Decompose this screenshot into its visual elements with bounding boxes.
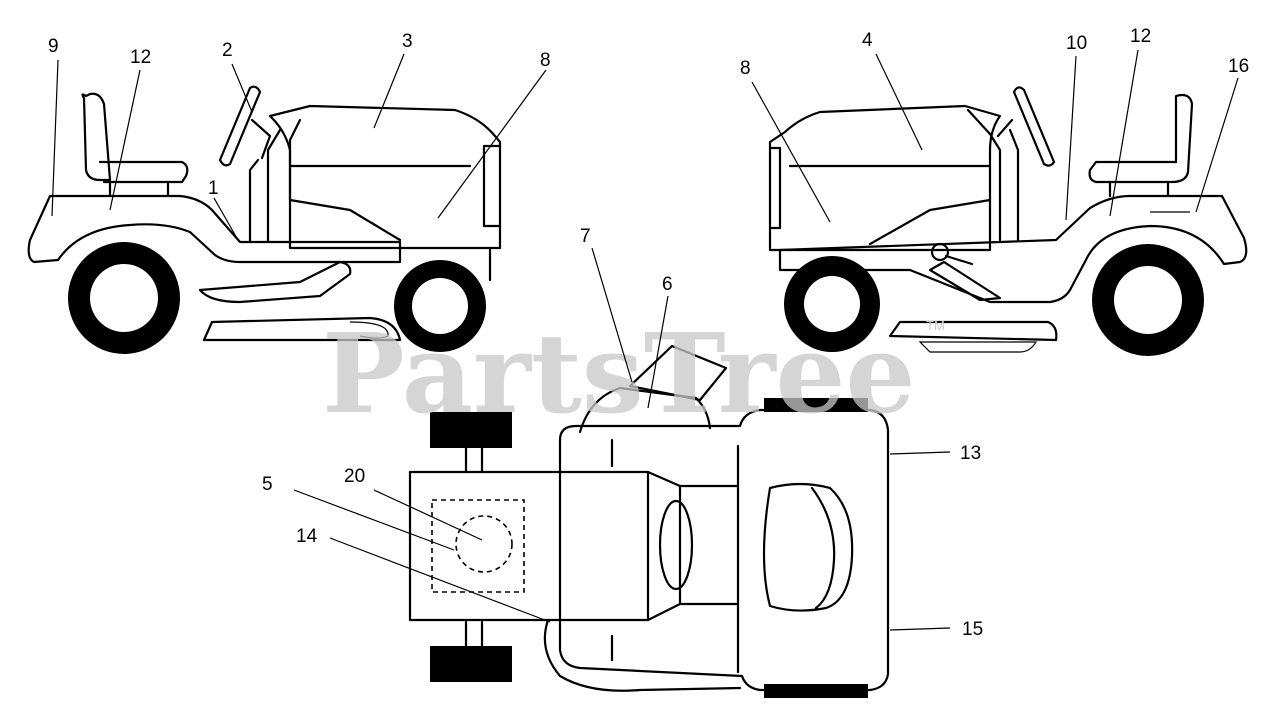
watermark-trademark: TM [926, 318, 945, 333]
front-left-tire [430, 412, 512, 448]
rear-body-top [558, 408, 890, 692]
tractor-left-side-view [27, 85, 502, 354]
watermark-text: PartsTree [322, 309, 916, 438]
callout-12-left: 12 [130, 47, 151, 68]
hood-top [408, 470, 650, 622]
callout-8-right: 8 [740, 58, 751, 79]
mower-deck [202, 316, 402, 342]
callout-12-right: 12 [1130, 26, 1151, 47]
tractor-right-side-view [768, 86, 1248, 356]
rear-fender [27, 194, 402, 264]
callout-2: 2 [222, 40, 233, 61]
engine-outline [431, 499, 525, 593]
mower-deck-right [888, 320, 1058, 342]
seat-right [1088, 93, 1194, 184]
callout-3: 3 [402, 31, 413, 52]
callout-6: 6 [662, 274, 673, 295]
callout-5: 5 [262, 474, 273, 495]
callout-14: 14 [296, 526, 318, 547]
callouts: 9 12 2 3 8 1 8 4 10 12 16 7 6 20 5 14 13… [48, 26, 1249, 640]
rear-left-tire [764, 398, 868, 412]
steering-wheel [218, 85, 262, 167]
steering-wheel-right [1012, 86, 1056, 167]
callout-7: 7 [580, 226, 591, 247]
footboard [198, 260, 352, 304]
callout-16: 16 [1228, 56, 1249, 77]
ignition-key [930, 242, 950, 262]
body-right [778, 194, 1248, 304]
callout-9: 9 [48, 36, 59, 57]
tractor-top-view [408, 344, 890, 698]
seat-cushion [98, 160, 189, 184]
seat-back [81, 92, 112, 182]
callout-8-left: 8 [540, 50, 551, 71]
callout-1: 1 [208, 178, 219, 199]
callout-10: 10 [1066, 33, 1087, 54]
callout-15: 15 [962, 619, 983, 640]
hood-right [768, 104, 1002, 252]
front-right-tire [430, 646, 512, 682]
callout-20: 20 [344, 466, 365, 487]
leader-lines [51, 49, 1239, 631]
callout-13: 13 [960, 443, 981, 464]
callout-4: 4 [862, 30, 873, 51]
hood [268, 104, 502, 250]
seat-top [762, 482, 854, 612]
